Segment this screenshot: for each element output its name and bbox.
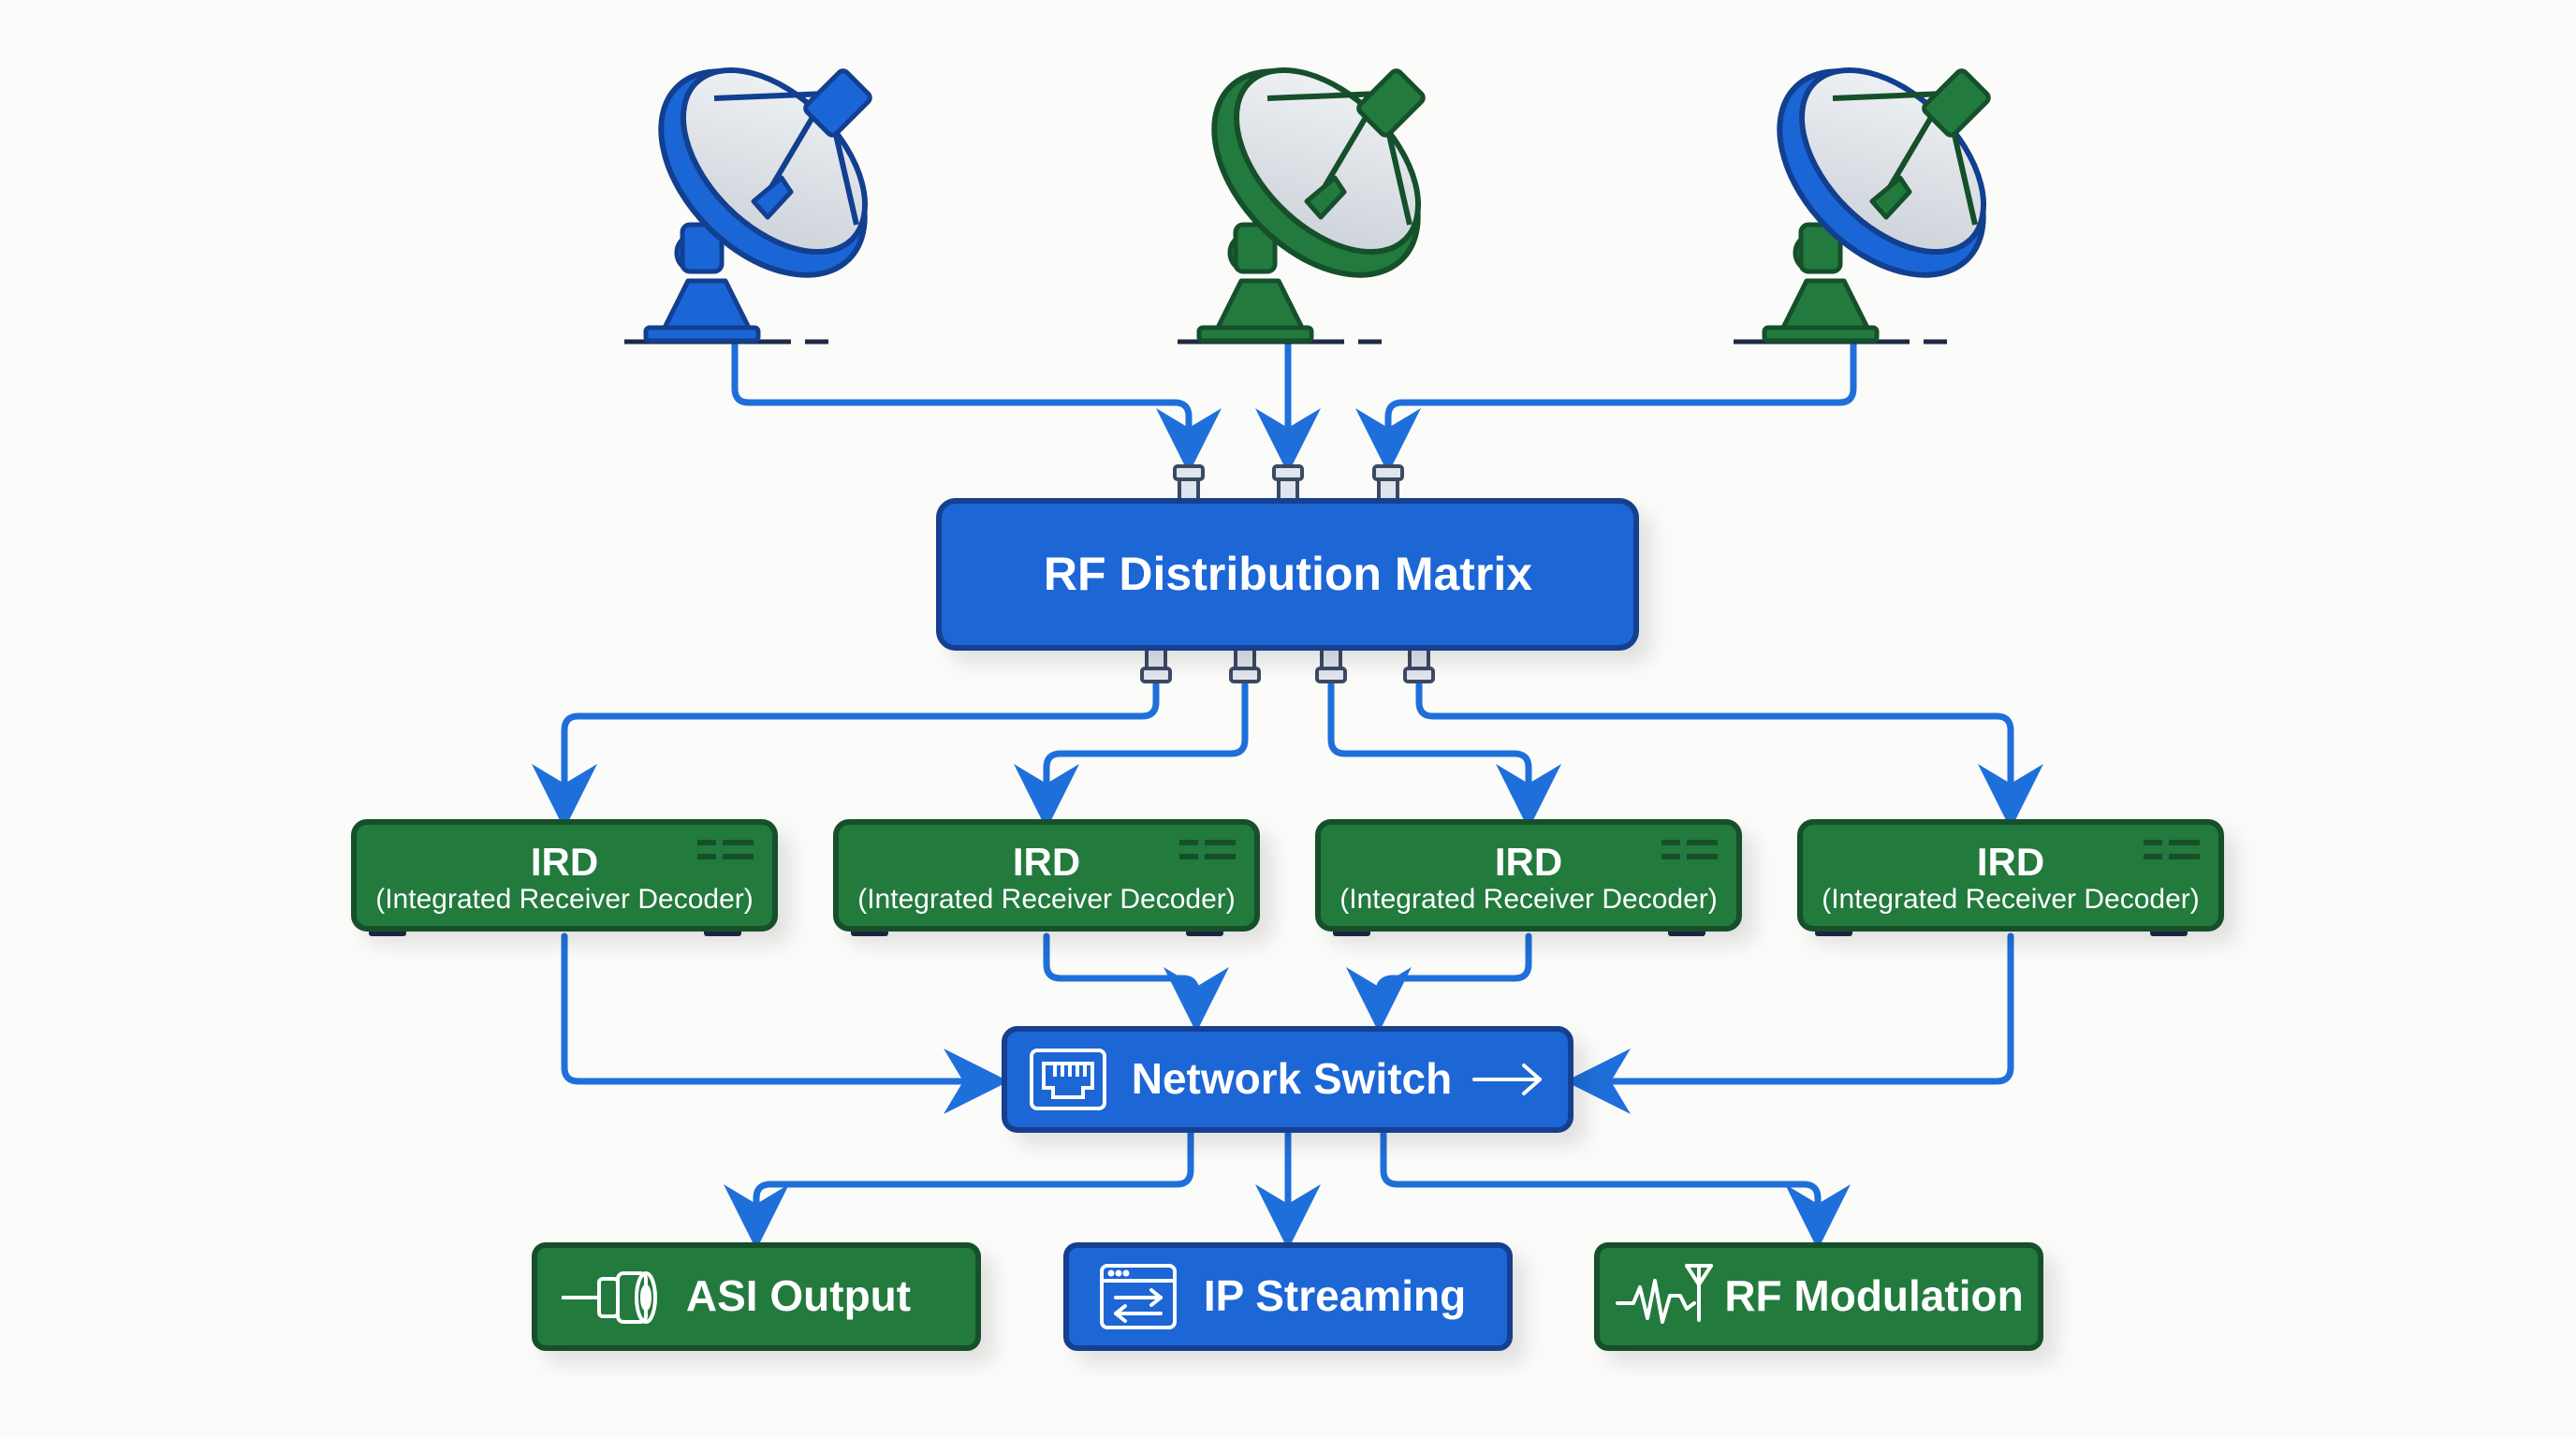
rf-output-connectors (1140, 644, 1435, 683)
rf-matrix-label: RF Distribution Matrix (1044, 548, 1532, 600)
browser-window-icon (1100, 1264, 1177, 1329)
coax-connector-icon (562, 1271, 657, 1324)
vent-icon (2144, 840, 2200, 859)
ethernet-port-icon (1030, 1049, 1106, 1110)
ip-streaming-node[interactable]: IP Streaming (1063, 1242, 1513, 1351)
vent-icon (1661, 840, 1718, 859)
satellite-dish-icon (624, 66, 872, 345)
signal-antenna-icon (1616, 1264, 1713, 1324)
connector-rf-ird2 (1014, 680, 1249, 829)
ird-title: IRD (1013, 840, 1080, 884)
vent-icon (697, 840, 754, 859)
ird-title: IRD (1977, 840, 2044, 884)
ird-subtitle: (Integrated Receiver Decoder) (375, 884, 754, 915)
rf-modulation-label: RF Modulation (1724, 1271, 2023, 1320)
vent-icon (1179, 840, 1236, 859)
ird-node-2[interactable]: IRD (Integrated Receiver Decoder) (833, 819, 1260, 936)
rf-matrix-node[interactable]: RF Distribution Matrix (936, 464, 1639, 683)
ird-subtitle: (Integrated Receiver Decoder) (857, 884, 1236, 915)
connector-ird2-switch (1043, 932, 1229, 1033)
arrow-right-icon (1472, 1064, 1542, 1095)
rf-input-connectors (1173, 464, 1404, 504)
ip-streaming-label: IP Streaming (1204, 1271, 1466, 1320)
ird-title: IRD (531, 840, 598, 884)
ird-node-4[interactable]: IRD (Integrated Receiver Decoder) (1797, 819, 2224, 936)
ird-node-3[interactable]: IRD (Integrated Receiver Decoder) (1315, 819, 1742, 936)
network-switch-label: Network Switch (1132, 1054, 1453, 1103)
ird-subtitle: (Integrated Receiver Decoder) (1822, 884, 2200, 915)
connector-rf-ird3 (1327, 680, 1561, 829)
ird-title: IRD (1495, 840, 1562, 884)
ird-node-1[interactable]: IRD (Integrated Receiver Decoder) (351, 819, 778, 936)
connector-rf-ird4 (1415, 680, 2043, 829)
satellite-dish-icon (1178, 66, 1426, 345)
connector-dish3-rf (1355, 338, 1857, 474)
satellite-dish-icon (1734, 66, 1991, 345)
connectors (532, 338, 2043, 1250)
connector-ird4-switch (1565, 932, 2014, 1114)
dish-1 (624, 66, 872, 345)
connector-switch-asi (724, 1127, 1194, 1250)
rf-modulation-node[interactable]: RF Modulation (1594, 1242, 2043, 1351)
asi-output-label: ASI Output (686, 1271, 911, 1320)
connector-switch-rf (1380, 1127, 1851, 1250)
ird-subtitle: (Integrated Receiver Decoder) (1339, 884, 1718, 915)
connector-ird3-switch (1346, 932, 1532, 1033)
network-switch-node[interactable]: Network Switch (1002, 1026, 1573, 1133)
connector-ird1-switch (561, 932, 1009, 1114)
connector-dish1-rf (731, 338, 1222, 474)
dish-3 (1734, 66, 1991, 345)
connector-rf-ird1 (532, 680, 1160, 829)
asi-output-node[interactable]: ASI Output (532, 1242, 981, 1351)
dish-2 (1178, 66, 1426, 345)
